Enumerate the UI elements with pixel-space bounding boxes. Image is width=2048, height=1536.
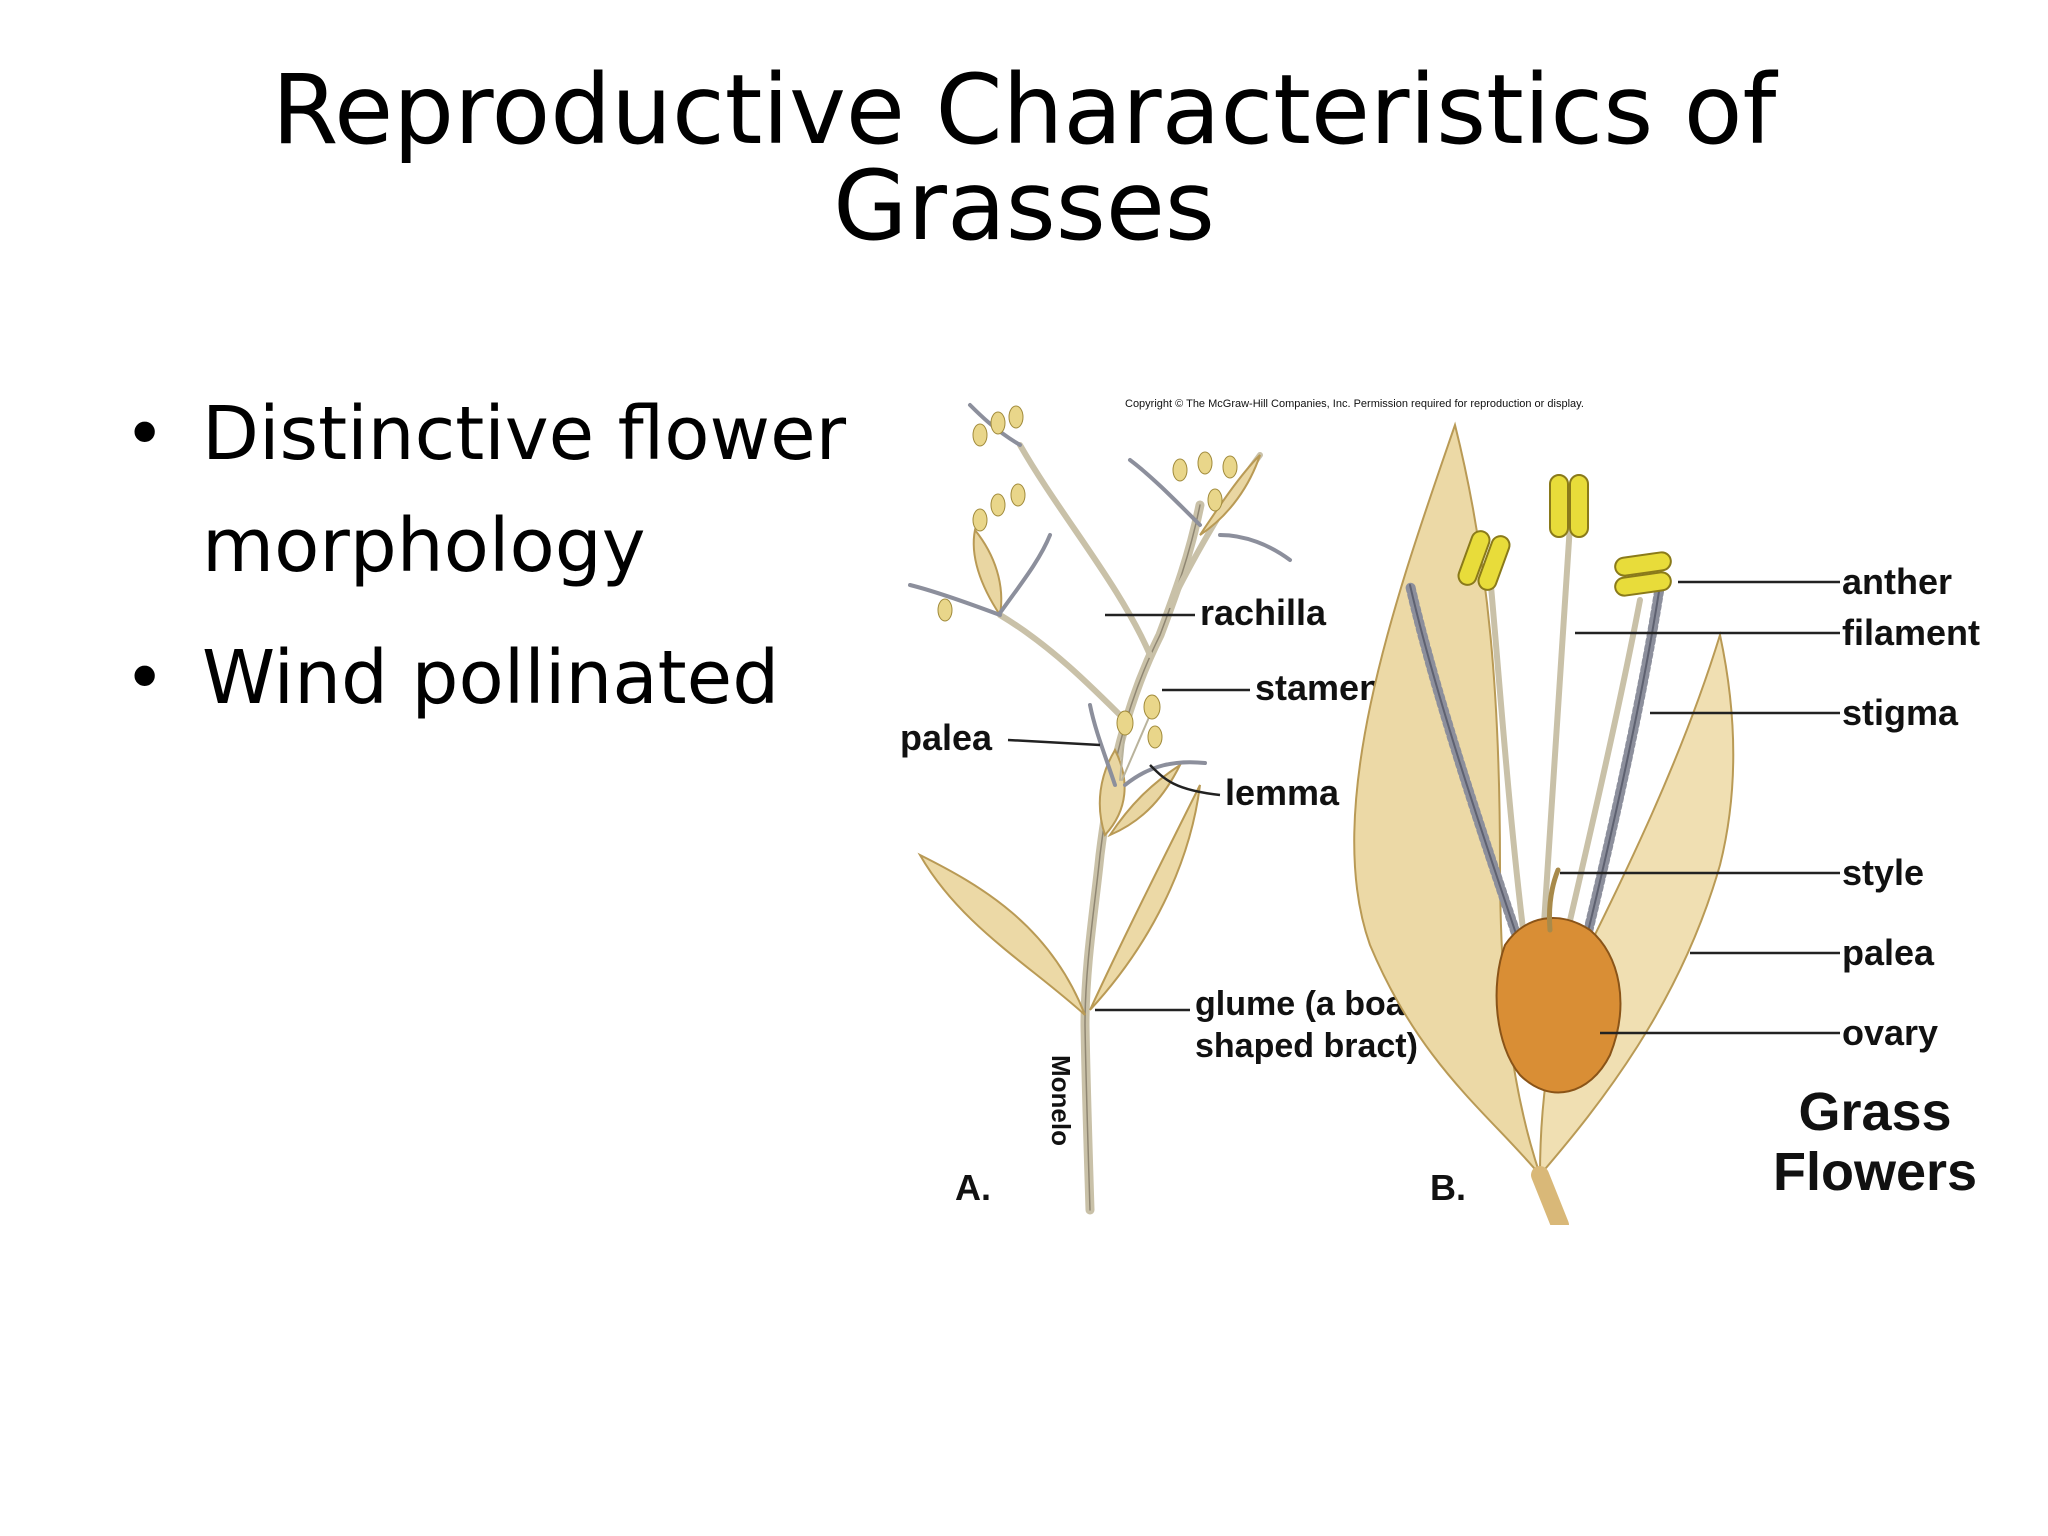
bullet-list: • Distinctive flower morphology • Wind p… (118, 378, 878, 754)
floret-palea (1098, 747, 1126, 837)
anther (990, 493, 1006, 517)
anther (1197, 451, 1213, 475)
bullet-text: Wind pollinated (202, 635, 780, 721)
copyright-notice: Copyright © The McGraw-Hill Companies, I… (1125, 398, 1584, 410)
bullet-text: Distinctive flower morphology (202, 391, 847, 589)
label-glume-line-2: shaped bract) (1195, 1027, 1418, 1065)
filament-left (1487, 572, 1533, 988)
anther-group-right (1614, 551, 1672, 597)
stigma-feather (1088, 703, 1117, 787)
anther (1172, 458, 1188, 482)
title-line-2: Grasses (833, 150, 1215, 262)
panel-b-letter: B. (1430, 1167, 1466, 1208)
anther (972, 508, 988, 532)
caption-line-1: Grass (1798, 1082, 1951, 1142)
anther (972, 423, 988, 447)
anther (990, 411, 1006, 435)
anther (1143, 694, 1161, 720)
floret-stalk (1531, 1166, 1569, 1225)
stigma-feather (908, 583, 1002, 617)
style (1547, 867, 1561, 933)
label-glume-line-1: glume (a boat- (1195, 985, 1427, 1023)
slide-title: Reproductive Characteristics of Grasses (0, 62, 2048, 254)
grass-flower-diagram: Copyright © The McGraw-Hill Companies, I… (900, 385, 2020, 1225)
label-stamen: stamen (1255, 667, 1381, 708)
anther (937, 598, 953, 622)
glume-left (917, 852, 1086, 1016)
stigma-feather (1218, 533, 1292, 562)
stigma-feather (968, 403, 1022, 447)
title-line-1: Reproductive Characteristics of (271, 54, 1777, 166)
bullet-item: • Wind pollinated (118, 622, 878, 734)
stigma-feather (998, 533, 1052, 615)
bullet-dot-icon: • (124, 637, 166, 719)
panel-b-leader-lines (1560, 580, 1840, 1035)
anther (1008, 405, 1024, 429)
stigma-feather (1128, 458, 1202, 527)
floret-upper-left (972, 527, 1003, 618)
leader-palea (1007, 738, 1101, 747)
panel-a-leader-lines (1007, 613, 1250, 1012)
label-palea-b: palea (1842, 932, 1935, 973)
label-stigma: stigma (1842, 692, 1959, 733)
label-ovary: ovary (1842, 1012, 1938, 1053)
stamen-filament (1121, 714, 1151, 781)
label-lemma: lemma (1225, 772, 1340, 813)
artist-signature: Monelo (1046, 1055, 1076, 1146)
label-style: style (1842, 852, 1924, 893)
branch-upper-left (1017, 442, 1153, 658)
anther-group-middle (1549, 474, 1589, 538)
bullet-item: • Distinctive flower morphology (118, 378, 878, 602)
stamen-filament (1119, 729, 1126, 781)
floret-lemma (1107, 762, 1183, 838)
panel-a-letter: A. (955, 1167, 991, 1208)
rachilla-stem-outline (1084, 504, 1201, 1211)
label-filament: filament (1842, 612, 1980, 653)
anther (1147, 725, 1163, 749)
branch-left (997, 612, 1133, 728)
ovary (1495, 917, 1622, 1094)
anther (1116, 710, 1134, 736)
anther (1010, 483, 1026, 507)
bullet-dot-icon: • (124, 393, 166, 475)
caption-line-2: Flowers (1773, 1142, 1977, 1202)
label-anther: anther (1842, 561, 1952, 602)
leader-lemma (1149, 764, 1221, 797)
label-palea-a: palea (900, 717, 993, 758)
label-rachilla: rachilla (1200, 592, 1327, 633)
panel-a-illustration (908, 403, 1292, 1215)
anther (1207, 488, 1223, 512)
anther (1222, 455, 1238, 479)
grass-flower-figure: Copyright © The McGraw-Hill Companies, I… (900, 385, 2020, 1225)
panel-b-illustration (1353, 421, 1735, 1225)
glume-right (1089, 784, 1201, 1011)
anther-group-left (1457, 530, 1511, 591)
stigma-feather (1123, 760, 1207, 787)
floret-top-right (1199, 454, 1261, 536)
